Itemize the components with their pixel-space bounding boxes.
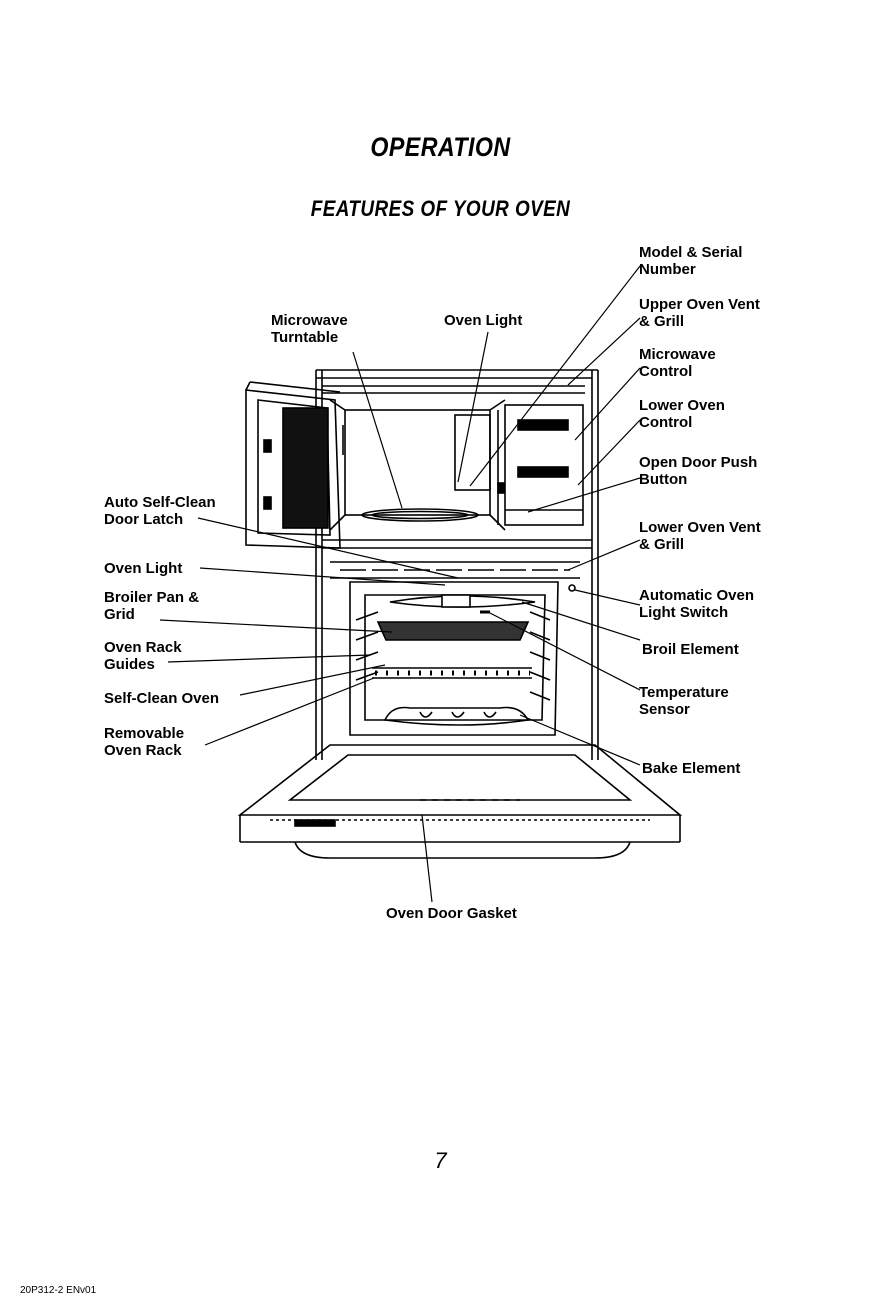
lower-vent-area xyxy=(322,539,592,592)
microwave-cavity xyxy=(329,399,506,531)
label-lower-oven-control: Lower Oven Control xyxy=(639,397,725,431)
label-model-serial-number: Model & Serial Number xyxy=(639,244,743,278)
label-microwave-control: Microwave Control xyxy=(639,346,716,380)
label-oven-light-lower: Oven Light xyxy=(104,560,183,577)
label-open-door-push-button: Open Door Push Button xyxy=(639,454,758,488)
section-title: FEATURES OF YOUR OVEN xyxy=(310,196,571,221)
label-upper-oven-vent: Upper Oven Vent & Grill xyxy=(639,296,760,330)
control-panel xyxy=(497,404,584,526)
microwave-door xyxy=(245,381,344,549)
label-broiler-pan-grid: Broiler Pan & Grid xyxy=(104,589,200,623)
footer-code: 20P312-2 ENv01 xyxy=(20,1285,97,1296)
page-number: 7 xyxy=(434,1148,447,1173)
label-temperature-sensor: Temperature Sensor xyxy=(639,684,729,718)
label-oven-door-gasket: Oven Door Gasket xyxy=(386,905,517,922)
label-automatic-oven-light-switch: Automatic Oven Light Switch xyxy=(639,587,755,621)
label-lower-oven-vent: Lower Oven Vent & Grill xyxy=(639,519,761,553)
label-removable-oven-rack: Removable Oven Rack xyxy=(104,725,185,759)
label-microwave-turntable: Microwave Turntable xyxy=(271,312,348,346)
label-broil-element: Broil Element xyxy=(642,641,739,658)
label-oven-light-upper: Oven Light xyxy=(444,312,523,329)
leader-lines xyxy=(159,265,641,903)
label-self-clean-oven: Self-Clean Oven xyxy=(104,690,220,707)
label-bake-element: Bake Element xyxy=(642,760,741,777)
lower-oven-cavity xyxy=(349,581,559,736)
label-auto-self-clean-latch: Auto Self-Clean Door Latch xyxy=(104,494,216,528)
lower-oven-door xyxy=(237,744,683,859)
label-oven-rack-guides: Oven Rack Guides xyxy=(104,639,182,673)
page-title: OPERATION xyxy=(370,132,511,162)
